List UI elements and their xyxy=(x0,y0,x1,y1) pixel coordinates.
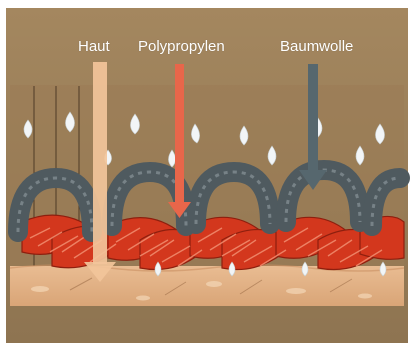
label-skin: Haut xyxy=(78,39,110,54)
label-cotton: Baumwolle xyxy=(280,39,353,54)
label-polypropylene: Polypropylen xyxy=(138,39,225,54)
skin-layer xyxy=(10,265,404,306)
